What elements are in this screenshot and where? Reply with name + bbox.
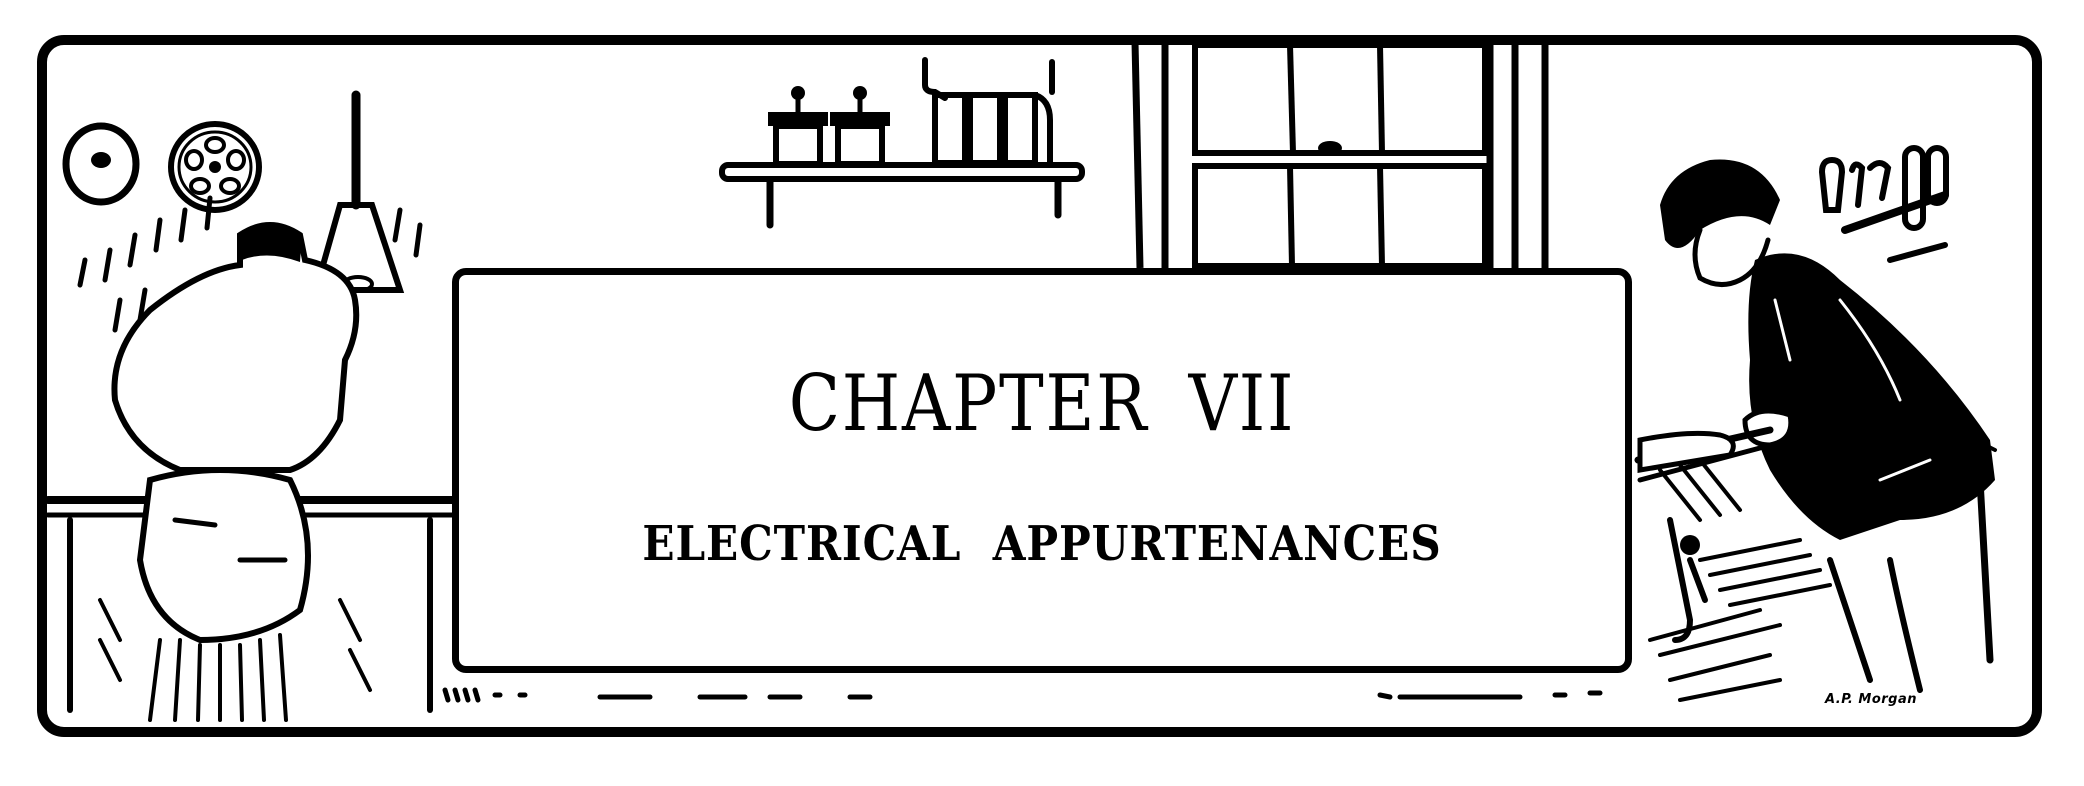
chapter-label: CHAPTER VII xyxy=(788,359,1296,449)
right-scene xyxy=(1634,145,1997,702)
outer-frame xyxy=(37,35,2042,737)
chapter-heading-panel: CHAPTER VII ELECTRICAL APPURTENANCES xyxy=(452,268,1632,673)
wall-rosette-icon xyxy=(168,121,262,213)
leaning-man-coat xyxy=(1748,253,1995,541)
wall-disc-icon xyxy=(62,122,140,206)
tool-rack-icon xyxy=(1818,145,1949,263)
shelf-with-jars xyxy=(719,57,1085,229)
battery-cells-icon xyxy=(922,57,1055,166)
jar-icon xyxy=(830,86,890,167)
left-scene xyxy=(44,90,459,722)
jar-icon xyxy=(768,86,828,167)
vise-icon xyxy=(1637,430,1736,473)
hanging-lamp-icon xyxy=(312,90,405,293)
artist-signature: A.P. Morgan xyxy=(1825,692,1917,707)
chapter-title: ELECTRICAL APPURTENANCES xyxy=(642,516,1442,572)
floor-dashes xyxy=(442,687,1603,703)
seated-man-figure xyxy=(111,222,360,473)
leaning-man-hair xyxy=(1660,159,1780,248)
window xyxy=(1131,41,1549,269)
